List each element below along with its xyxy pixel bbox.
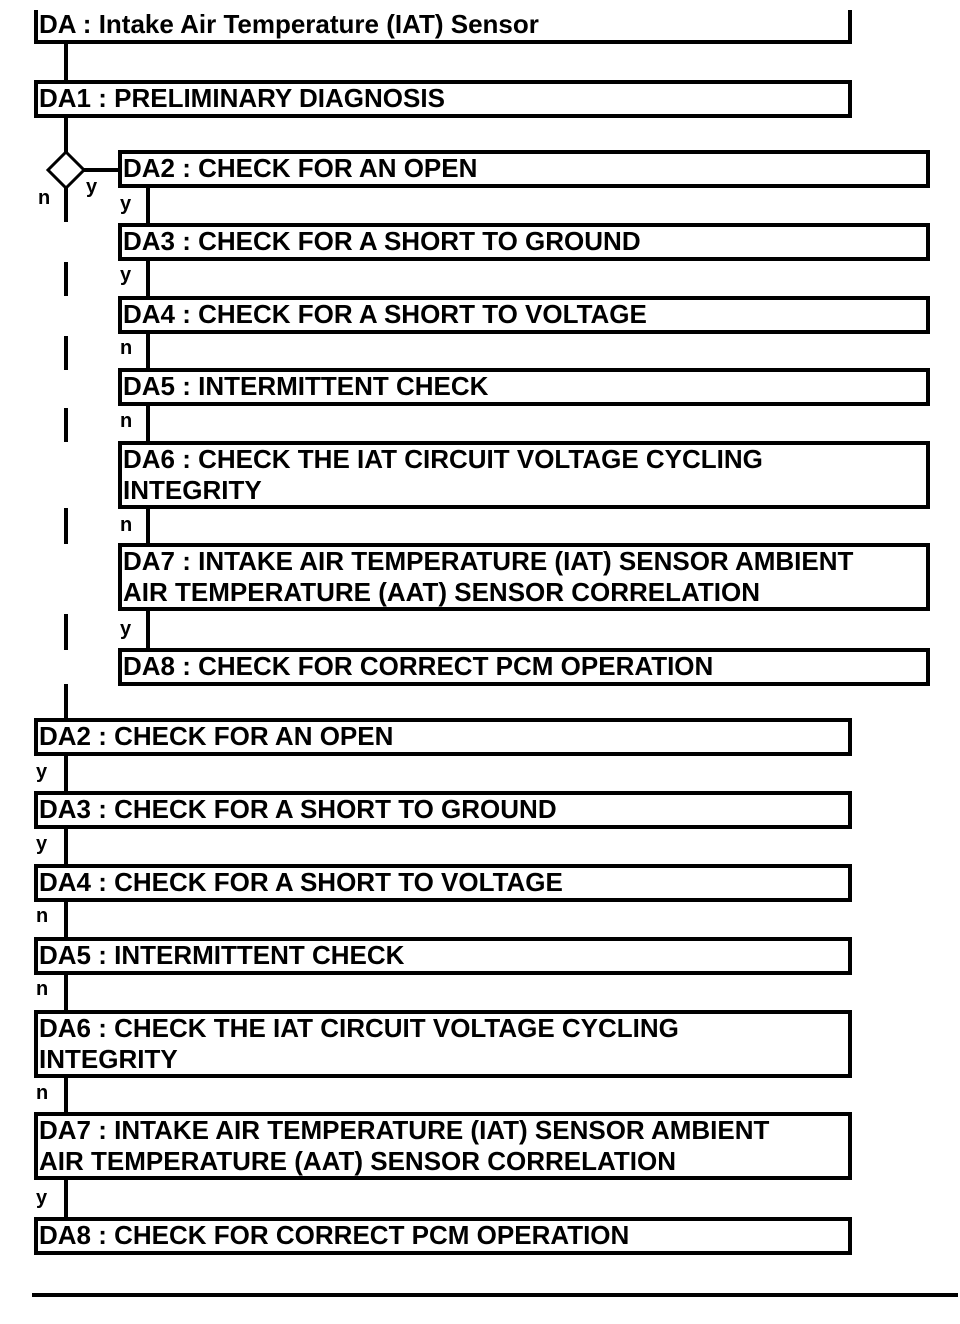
yes-link-4-label: n	[120, 410, 132, 432]
yes-link-3-label: n	[120, 337, 132, 359]
no-step-da6-text-line2: INTEGRITY	[39, 1044, 178, 1074]
no-link-6-label: y	[36, 1187, 48, 1209]
yes-step-da8: DA8 : CHECK FOR CORRECT PCM OPERATION	[118, 648, 930, 686]
yes-step-da6-text-line1: DA6 : CHECK THE IAT CIRCUIT VOLTAGE CYCL…	[123, 444, 763, 474]
yes-link-6-label: y	[120, 618, 132, 640]
no-link-1-label: y	[36, 761, 48, 783]
no-step-da5: DA5 : INTERMITTENT CHECK	[34, 937, 852, 975]
no-step-da6-text-line1: DA6 : CHECK THE IAT CIRCUIT VOLTAGE CYCL…	[39, 1013, 679, 1043]
yes-step-da5-text: DA5 : INTERMITTENT CHECK	[123, 371, 489, 401]
yes-step-da5: DA5 : INTERMITTENT CHECK	[118, 368, 930, 406]
title-box: DA : Intake Air Temperature (IAT) Sensor	[34, 9, 852, 44]
decision-diamond	[45, 149, 87, 191]
preliminary-box: DA1 : PRELIMINARY DIAGNOSIS	[34, 80, 852, 118]
yes-step-da8-text: DA8 : CHECK FOR CORRECT PCM OPERATION	[123, 651, 713, 681]
yes-step-da7: DA7 : INTAKE AIR TEMPERATURE (IAT) SENSO…	[118, 543, 930, 611]
no-link-3-label: n	[36, 905, 48, 927]
no-step-da7-text-line1: DA7 : INTAKE AIR TEMPERATURE (IAT) SENSO…	[39, 1115, 770, 1145]
yes-step-da6: DA6 : CHECK THE IAT CIRCUIT VOLTAGE CYCL…	[118, 441, 930, 509]
no-link-5-label: n	[36, 1082, 48, 1104]
no-step-da3: DA3 : CHECK FOR A SHORT TO GROUND	[34, 791, 852, 829]
preliminary-text: DA1 : PRELIMINARY DIAGNOSIS	[39, 83, 445, 113]
yes-step-da2-text: DA2 : CHECK FOR AN OPEN	[123, 153, 477, 183]
no-step-da8: DA8 : CHECK FOR CORRECT PCM OPERATION	[34, 1217, 852, 1255]
no-step-da7: DA7 : INTAKE AIR TEMPERATURE (IAT) SENSO…	[34, 1112, 852, 1180]
decision-no-label: n	[38, 187, 50, 209]
no-link-4-label: n	[36, 978, 48, 1000]
no-step-da7-text-line2: AIR TEMPERATURE (AAT) SENSOR CORRELATION	[39, 1146, 676, 1176]
yes-step-da7-text-line2: AIR TEMPERATURE (AAT) SENSOR CORRELATION	[123, 577, 760, 607]
no-step-da2: DA2 : CHECK FOR AN OPEN	[34, 718, 852, 756]
no-step-da4-text: DA4 : CHECK FOR A SHORT TO VOLTAGE	[39, 867, 563, 897]
yes-link-2-label: y	[120, 264, 132, 286]
yes-step-da4-text: DA4 : CHECK FOR A SHORT TO VOLTAGE	[123, 299, 647, 329]
no-step-da6: DA6 : CHECK THE IAT CIRCUIT VOLTAGE CYCL…	[34, 1010, 852, 1078]
no-step-da5-text: DA5 : INTERMITTENT CHECK	[39, 940, 405, 970]
no-step-da2-text: DA2 : CHECK FOR AN OPEN	[39, 721, 393, 751]
no-step-da3-text: DA3 : CHECK FOR A SHORT TO GROUND	[39, 794, 557, 824]
yes-step-da3-text: DA3 : CHECK FOR A SHORT TO GROUND	[123, 226, 641, 256]
title-text: DA : Intake Air Temperature (IAT) Sensor	[39, 9, 539, 39]
yes-link-5-label: n	[120, 514, 132, 536]
yes-step-da3: DA3 : CHECK FOR A SHORT TO GROUND	[118, 223, 930, 261]
yes-step-da6-text-line2: INTEGRITY	[123, 475, 262, 505]
yes-link-1-label: y	[120, 193, 132, 215]
no-step-da8-text: DA8 : CHECK FOR CORRECT PCM OPERATION	[39, 1220, 629, 1250]
yes-step-da2: DA2 : CHECK FOR AN OPEN	[118, 150, 930, 188]
yes-step-da4: DA4 : CHECK FOR A SHORT TO VOLTAGE	[118, 296, 930, 334]
yes-branch: DA2 : CHECK FOR AN OPEN y DA3 : CHECK FO…	[118, 150, 930, 686]
no-step-da4: DA4 : CHECK FOR A SHORT TO VOLTAGE	[34, 864, 852, 902]
no-branch: DA2 : CHECK FOR AN OPEN y DA3 : CHECK FO…	[34, 718, 852, 1255]
no-link-2-label: y	[36, 833, 48, 855]
decision-yes-label: y	[86, 176, 98, 198]
yes-step-da7-text-line1: DA7 : INTAKE AIR TEMPERATURE (IAT) SENSO…	[123, 546, 854, 576]
